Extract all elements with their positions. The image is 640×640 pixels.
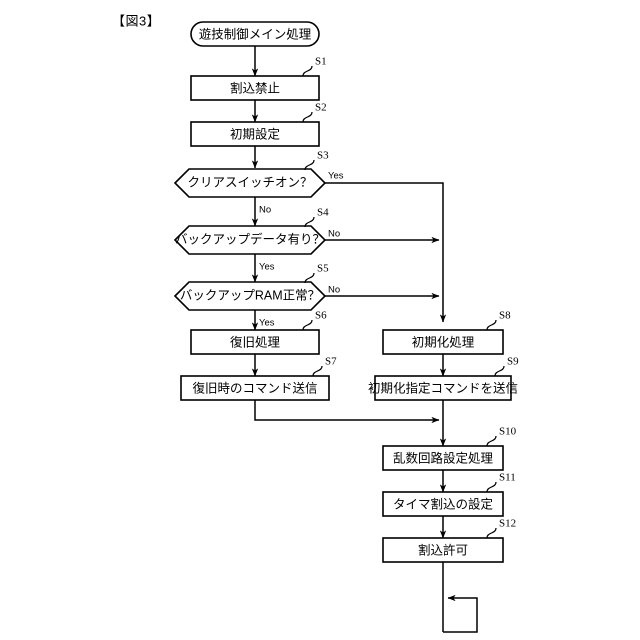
node-start: 遊技制御メイン処理 [190, 21, 320, 47]
node-s3: クリアスイッチオン？ S3 Yes No [173, 150, 344, 216]
node-s5-step: S5 [317, 263, 329, 275]
node-start-label: 遊技制御メイン処理 [199, 26, 312, 41]
node-s12-label: 割込許可 [418, 542, 468, 557]
node-s2-step: S2 [315, 102, 327, 114]
node-s5: バックアップRAM正常？ S5 No Yes [173, 263, 340, 329]
node-s4-yes-label: Yes [259, 262, 275, 273]
node-s6-label: 復旧処理 [230, 334, 281, 349]
node-s10: 乱数回路設定処理 S10 [382, 426, 517, 471]
node-s4-step: S4 [317, 207, 329, 219]
node-s1: 割込禁止 S1 [190, 56, 327, 101]
node-s3-yes-label: Yes [328, 171, 344, 182]
node-s5-label: バックアップRAM正常？ [180, 288, 320, 302]
node-s12-step: S12 [499, 518, 516, 530]
node-s3-step: S3 [317, 150, 329, 162]
node-s10-step: S10 [499, 426, 517, 438]
node-s2: 初期設定 S2 [190, 102, 327, 147]
node-s7: 復旧時のコマンド送信 S7 [180, 356, 337, 401]
node-s5-no-label: No [328, 285, 340, 296]
node-s9-label: 初期化指定コマンドを送信 [368, 380, 518, 395]
node-s7-step: S7 [325, 356, 337, 368]
node-s4-no-label: No [328, 229, 340, 240]
node-s1-label: 割込禁止 [230, 80, 280, 95]
node-s9-step: S9 [507, 356, 519, 368]
node-s8-step: S8 [499, 310, 511, 322]
node-s2-label: 初期設定 [230, 126, 280, 141]
node-s8: 初期化処理 S8 [382, 310, 511, 355]
node-s4-label: バックアップデータ有り？ [175, 231, 325, 246]
node-s10-label: 乱数回路設定処理 [393, 450, 494, 465]
connector-s7-to-rail [254, 400, 440, 424]
node-s9: 初期化指定コマンドを送信 S9 [368, 356, 519, 401]
node-s11-label: タイマ割込の設定 [393, 496, 493, 511]
node-s7-label: 復旧時のコマンド送信 [192, 380, 317, 395]
figure-title: 【図3】 [112, 13, 160, 28]
node-s8-label: 初期化処理 [412, 335, 475, 349]
connector-loop-back [443, 594, 478, 633]
node-s6-step: S6 [315, 310, 327, 322]
node-s6: 復旧処理 S6 [190, 310, 327, 355]
node-s3-label: クリアスイッチオン？ [187, 175, 312, 189]
node-s5-yes-label: Yes [259, 318, 275, 329]
node-s1-step: S1 [315, 56, 327, 68]
node-s12: 割込許可 S12 [382, 518, 516, 563]
node-s11-step: S11 [499, 472, 516, 484]
connector-s3-yes-to-rail [325, 182, 447, 323]
node-s4: バックアップデータ有り？ S4 No Yes [173, 207, 340, 273]
node-s3-no-label: No [259, 205, 271, 216]
node-s11: タイマ割込の設定 S11 [382, 472, 516, 517]
